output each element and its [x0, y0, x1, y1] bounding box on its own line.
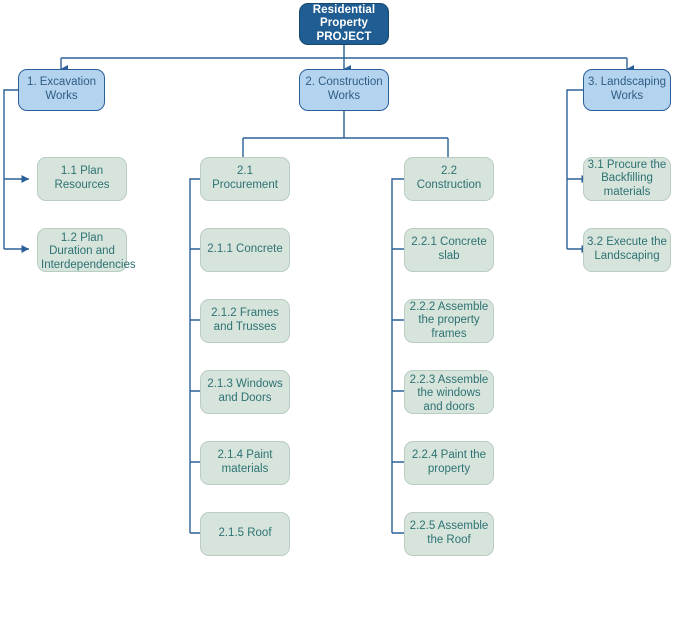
node-2-1-1-label: 2.1.1 Concrete — [207, 243, 283, 256]
node-2-2-construction[interactable]: 2.2 Construction — [404, 157, 494, 201]
node-2-1-4-label: 2.1.4 Paint materials — [217, 449, 273, 475]
node-3-1-label: 3.1 Procure the Backfilling materials — [587, 158, 667, 198]
node-1-1-label: 1.1 Plan Resources — [54, 165, 110, 191]
node-2-1-4-paint-materials[interactable]: 2.1.4 Paint materials — [200, 441, 290, 485]
node-root-label: Residential Property PROJECT — [300, 4, 388, 45]
node-2-2-1-concrete-slab[interactable]: 2.2.1 Concrete slab — [404, 228, 494, 272]
node-2-2-3-label: 2.2.3 Assemble the windows and doors — [409, 373, 489, 413]
node-root-line2: Property — [319, 17, 369, 30]
node-2-1-3-windows-and-doors[interactable]: 2.1.3 Windows and Doors — [200, 370, 290, 414]
node-2-2-4-label: 2.2.4 Paint the property — [411, 449, 487, 475]
node-excavation-works[interactable]: 1. Excavation Works — [18, 69, 105, 111]
node-2-1-procurement[interactable]: 2.1 Procurement — [200, 157, 290, 201]
node-2-1-3-label: 2.1.3 Windows and Doors — [207, 378, 283, 404]
node-landscaping-works-label: 3. Landscaping Works — [587, 76, 666, 102]
node-2-2-4-paint-the-property[interactable]: 2.2.4 Paint the property — [404, 441, 494, 485]
node-root-line3: PROJECT — [316, 30, 372, 43]
node-2-2-label: 2.2 Construction — [416, 165, 482, 191]
node-2-1-label: 2.1 Procurement — [212, 165, 278, 191]
node-construction-works-label: 2. Construction Works — [305, 76, 383, 102]
node-construction-works[interactable]: 2. Construction Works — [299, 69, 389, 111]
node-2-1-2-label: 2.1.2 Frames and Trusses — [211, 307, 279, 333]
node-landscaping-works[interactable]: 3. Landscaping Works — [583, 69, 671, 111]
node-2-2-2-label: 2.2.2 Assemble the property frames — [409, 300, 489, 340]
node-2-1-5-roof[interactable]: 2.1.5 Roof — [200, 512, 290, 556]
node-root-line1: Residential — [312, 3, 376, 16]
node-1-2-plan-duration-interdependencies[interactable]: 1.2 Plan Duration and Interdependencies — [37, 228, 136, 272]
node-2-1-1-concrete[interactable]: 2.1.1 Concrete — [200, 228, 290, 272]
node-root[interactable]: Residential Property PROJECT — [299, 3, 389, 45]
node-2-2-1-label: 2.2.1 Concrete slab — [411, 236, 487, 262]
node-2-2-5-assemble-the-roof[interactable]: 2.2.5 Assemble the Roof — [404, 512, 494, 556]
node-1-2-label: 1.2 Plan Duration and Interdependencies — [41, 231, 136, 271]
node-2-2-2-assemble-property-frames[interactable]: 2.2.2 Assemble the property frames — [404, 299, 494, 343]
node-2-2-3-assemble-windows-and-doors[interactable]: 2.2.3 Assemble the windows and doors — [404, 370, 494, 414]
node-excavation-works-label: 1. Excavation Works — [26, 76, 97, 102]
node-3-2-execute-the-landscaping[interactable]: 3.2 Execute the Landscaping — [583, 228, 671, 272]
node-3-1-procure-backfilling-materials[interactable]: 3.1 Procure the Backfilling materials — [583, 157, 671, 201]
node-1-1-plan-resources[interactable]: 1.1 Plan Resources — [37, 157, 127, 201]
node-2-1-5-label: 2.1.5 Roof — [218, 527, 272, 540]
node-3-2-label: 3.2 Execute the Landscaping — [587, 236, 667, 262]
node-2-1-2-frames-and-trusses[interactable]: 2.1.2 Frames and Trusses — [200, 299, 290, 343]
node-2-2-5-label: 2.2.5 Assemble the Roof — [409, 520, 489, 546]
